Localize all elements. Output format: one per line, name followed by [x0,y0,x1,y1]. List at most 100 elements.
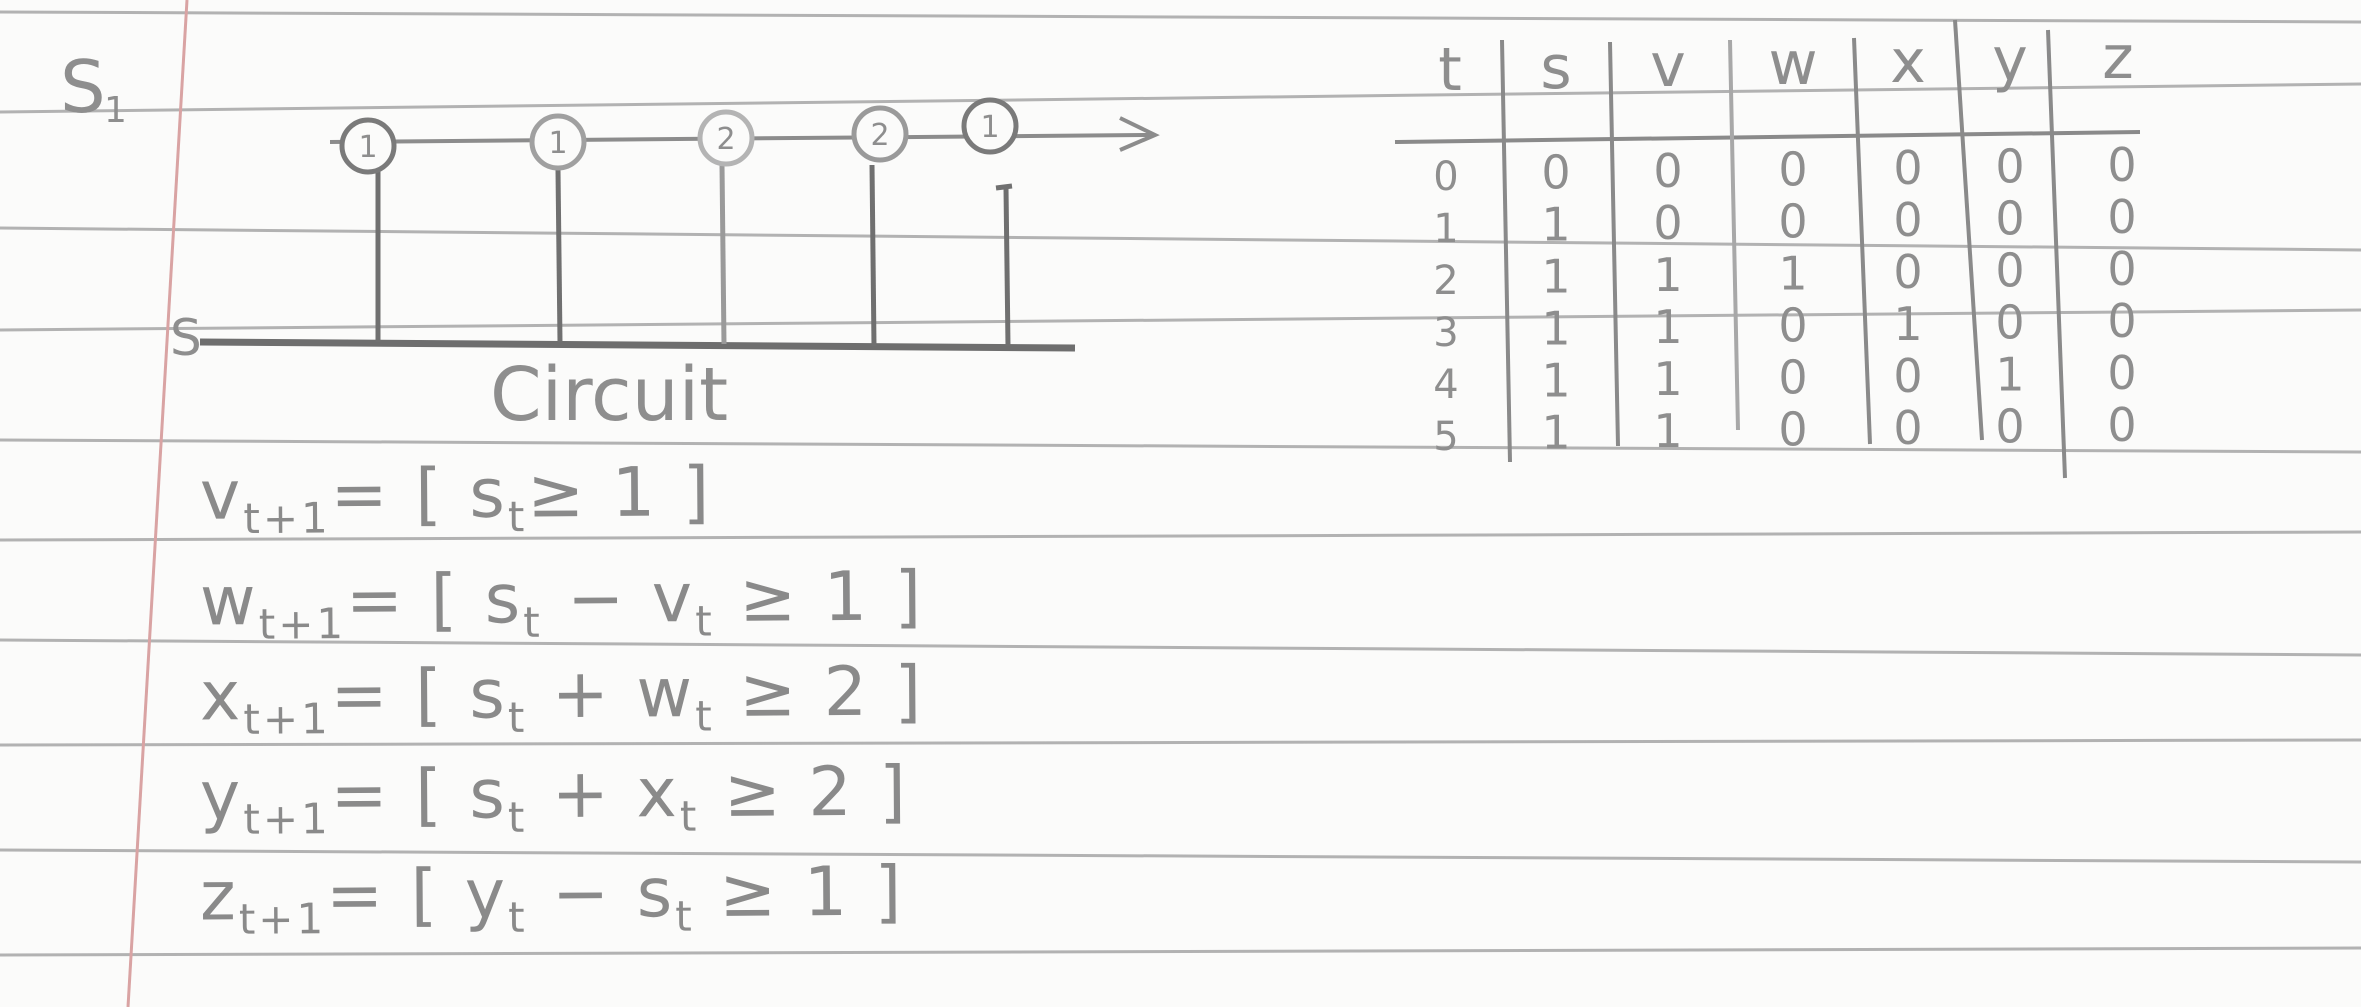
table-row-time: 2 [1433,258,1458,304]
table-cell: 0 [2107,294,2136,348]
equation-lhs: y [199,757,244,837]
table-cell: 1 [1541,354,1570,408]
table-cell: 0 [1893,245,1922,299]
equation-mid-sub: t [695,691,715,741]
equation-mid: − s [527,854,676,935]
neuron-1 [339,117,397,175]
table-cell: 0 [1893,141,1922,195]
equation-rhs: = [ s [345,560,524,641]
table-cell: 1 [1541,198,1570,252]
connector-3 [719,164,727,345]
table-cell: 0 [1653,144,1682,198]
equation-lhs: w [199,562,259,642]
equation-y: yt+1= [ st + xt ≥ 2 ] [200,753,909,845]
table-cell: 0 [1541,146,1570,200]
equation-condition: ≥ 1 ] [714,557,925,638]
equation-mid: − v [542,559,696,640]
table-cell: 0 [1995,140,2024,194]
table-cell: 0 [1893,401,1922,455]
table-cell: 1 [1653,404,1682,458]
equation-z: zt+1= [ yt − st ≥ 1 ] [200,853,905,945]
circuit-bottom-label: S [170,309,202,367]
table-cell: 1 [1541,302,1570,356]
equation-rhs-sub: t [507,792,528,842]
input-line [199,338,1076,352]
neuron-2-threshold: 1 [548,126,567,161]
equation-mid: + w [526,654,696,735]
table-row-time: 3 [1433,310,1458,356]
table-header: v [1650,31,1686,101]
table-cell: 0 [1653,196,1682,250]
table-header: t [1438,35,1462,105]
table-header: w [1768,29,1817,99]
table-cell: 0 [1778,351,1807,405]
table-cell: 0 [1995,244,2024,298]
table-header: z [2102,23,2134,93]
equation-lhs-sub: t+1 [238,894,327,944]
equation-lhs-sub: t+1 [243,794,331,844]
circuit-top-label: S [60,45,106,129]
connector-4 [869,164,877,347]
table-cell: 0 [1778,195,1807,249]
equation-rhs-sub: t [507,692,528,742]
equation-mid: + x [526,754,680,835]
neuron-3-threshold: 2 [716,122,735,157]
equation-x: xt+1= [ st + wt ≥ 2 ] [200,652,925,744]
equation-lhs: v [199,456,244,536]
table-cell: 0 [2107,190,2136,244]
table-cell: 0 [1995,192,2024,246]
equation-w: wt+1= [ st − vt ≥ 1 ] [200,557,925,649]
equation-rhs-sub: t [523,597,543,647]
arrow-head [1119,116,1160,152]
equation-condition: ≥ 1 ] [694,852,905,934]
table-cell: 0 [1778,299,1807,353]
table-cell: 1 [1653,248,1682,302]
connector-5-tick [995,183,1013,191]
equation-lhs: z [199,857,239,937]
connector-5 [1003,187,1011,347]
table-cell: 0 [1893,349,1922,403]
neuron-5-threshold: 1 [980,110,999,145]
neuron-1-threshold: 1 [358,130,377,165]
table-row-time: 0 [1433,154,1458,200]
equation-mid-sub: t [675,891,695,941]
ruled-lines [0,10,2361,957]
equation-rhs: = [ s [330,454,509,535]
neuron-2 [529,113,587,171]
table-row-time: 1 [1433,206,1458,252]
equation-lhs-sub: t+1 [243,493,331,544]
equation-lhs-sub: t+1 [258,599,347,649]
neuron-3 [697,109,755,167]
table-header: y [1992,25,2028,95]
equation-v: vt+1= [ st≥ 1 ] [200,453,713,543]
table-cell: 0 [1778,143,1807,197]
table-cell: 1 [1653,300,1682,354]
equation-lhs-sub: t+1 [243,694,331,744]
table-col-rule-6 [2046,29,2067,479]
table-header: s [1540,33,1571,103]
circuit-diagram: S 1 S [60,45,1160,438]
table-cell: 0 [2107,346,2136,400]
table-header: x [1890,27,1926,97]
table-cell: 0 [1778,403,1807,457]
equation-condition: ≥ 2 ] [698,752,910,833]
table-cell: 0 [1995,400,2024,454]
table-cell: 1 [1653,352,1682,406]
equation-rhs-sub: t [508,892,528,942]
table-cell: 0 [2107,398,2136,452]
equation-mid-sub: t [679,791,700,841]
connector-2 [555,169,563,343]
circuit-top-label-sub: 1 [104,90,127,131]
table-col-rule-3 [1728,39,1740,431]
equation-lhs: x [199,657,244,737]
table-col-rule-5 [1953,19,1984,441]
equation-rhs: = [ s [330,655,509,736]
table-cell: 1 [1541,250,1570,304]
equation-condition: ≥ 2 ] [714,652,925,733]
table-cell: 1 [1541,406,1570,460]
table-col-rule-4 [1852,37,1872,445]
table-row-time: 4 [1433,362,1458,408]
